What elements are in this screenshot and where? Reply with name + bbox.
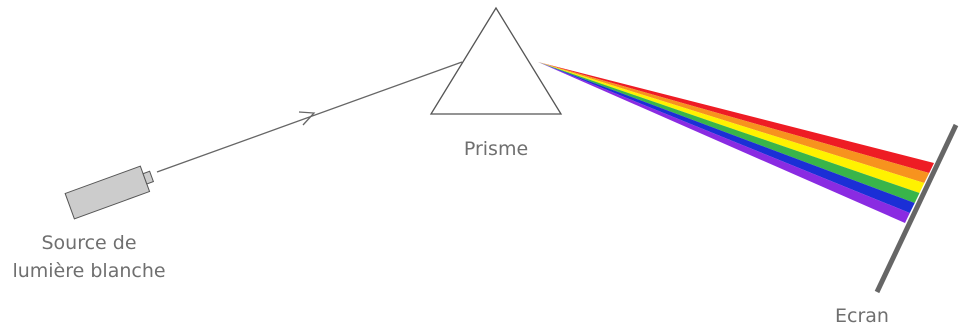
spectrum-beams	[538, 62, 934, 223]
beam-red	[538, 62, 934, 173]
beam-blue	[538, 62, 915, 213]
source-label-line1: Source de	[41, 232, 136, 254]
beam-violet	[538, 62, 910, 223]
light-source-body	[65, 166, 149, 219]
prism-label: Prisme	[464, 138, 528, 160]
beam-orange	[538, 62, 929, 183]
source-label-line2: lumière blanche	[12, 260, 165, 282]
light-source	[65, 164, 156, 219]
screen-label: Ecran	[835, 305, 889, 327]
beam-yellow	[538, 62, 924, 193]
beam-green	[538, 62, 920, 203]
prism	[431, 8, 561, 114]
